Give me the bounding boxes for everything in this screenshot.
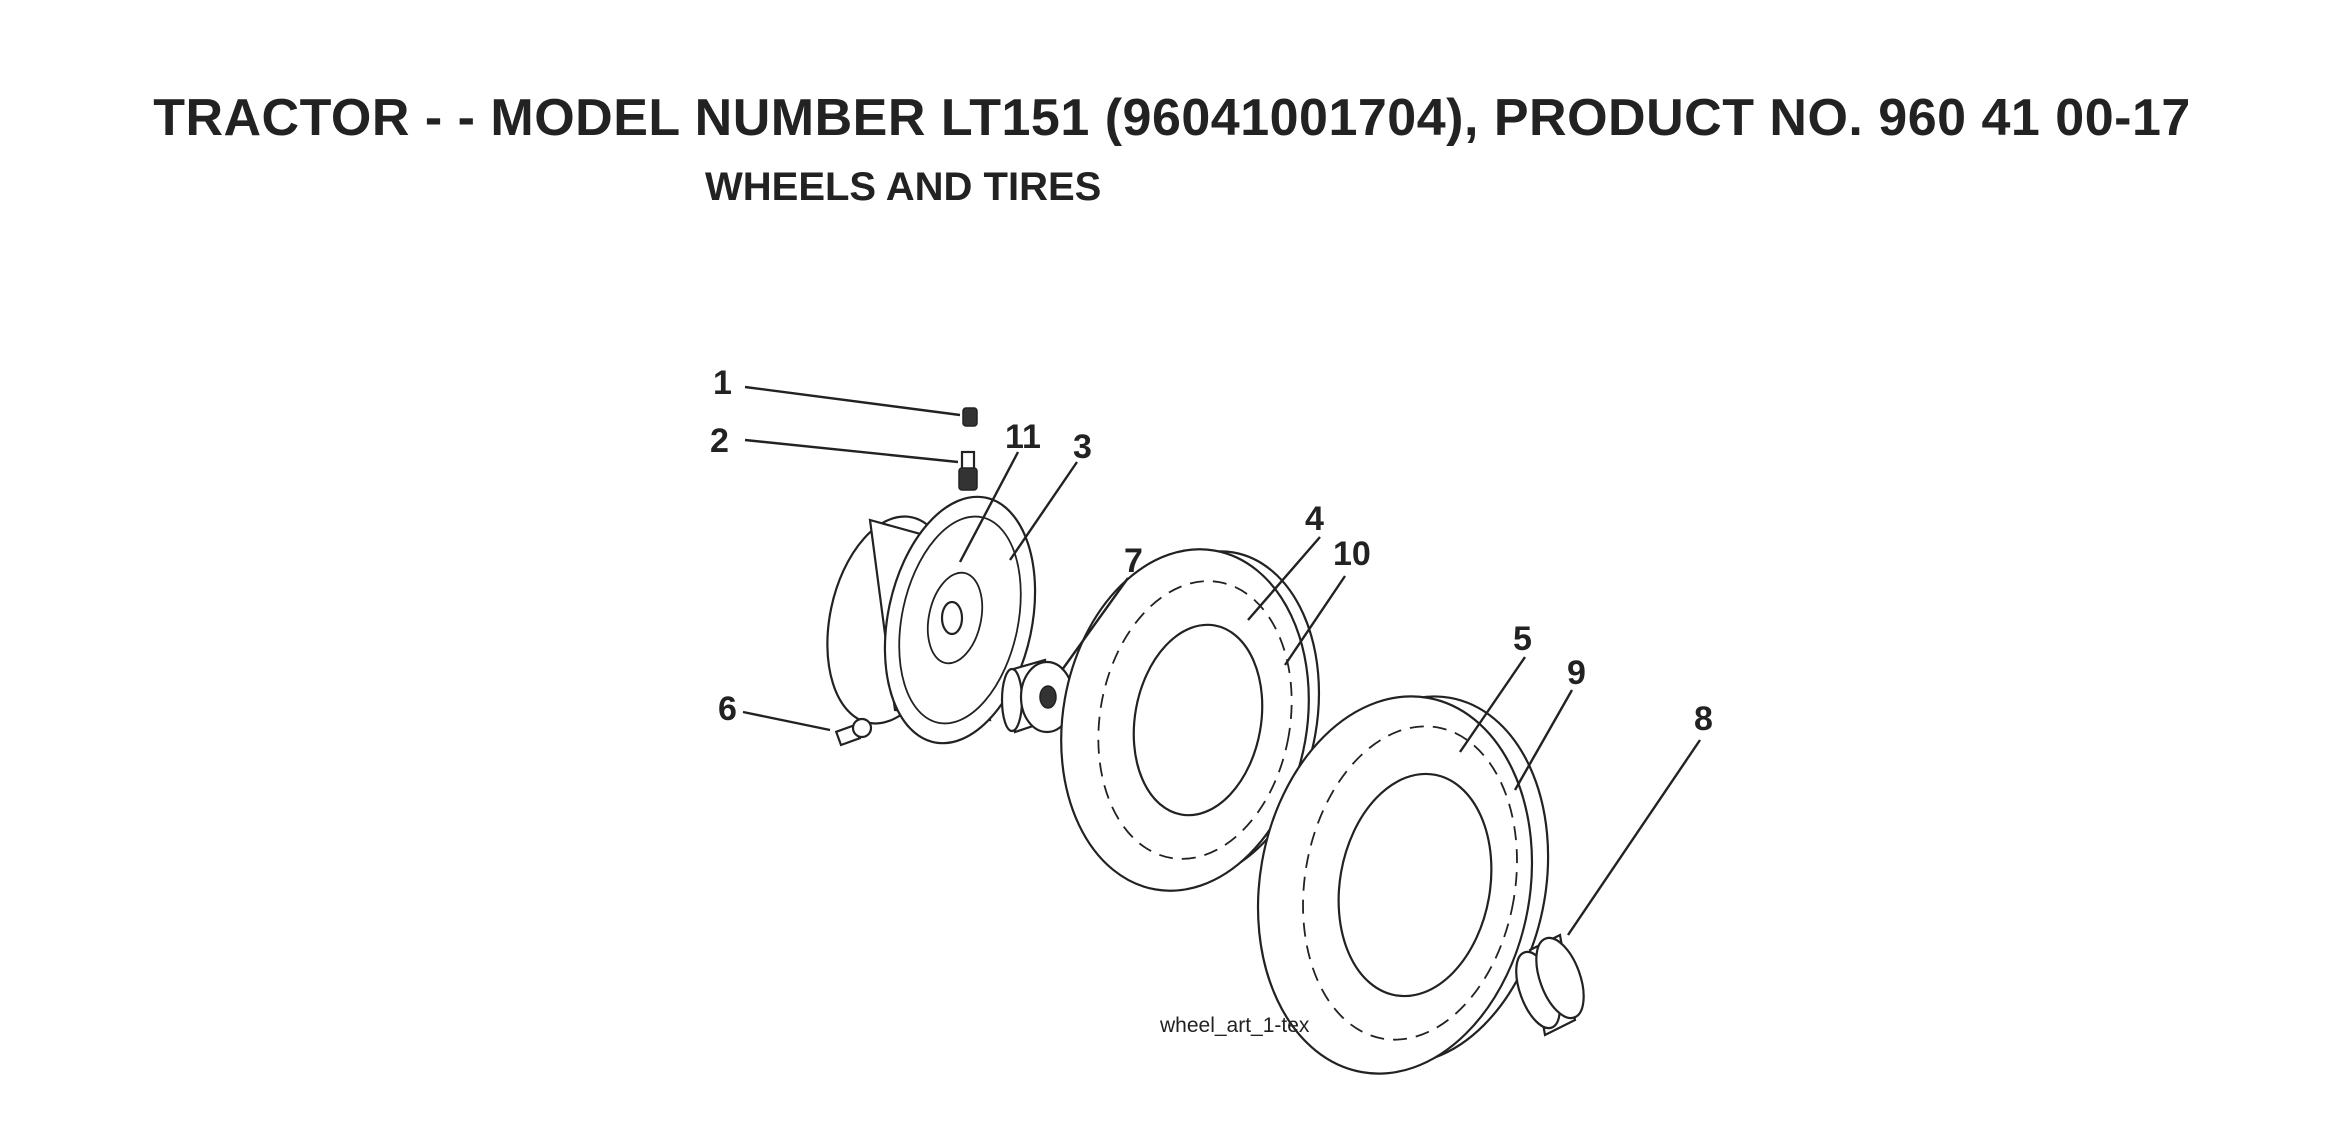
part-front-tire: [1060, 548, 1321, 892]
callout-9: 9: [1567, 654, 1586, 692]
page-title: TRACTOR - - MODEL NUMBER LT151 (96041001…: [153, 89, 2191, 147]
callout-8: 8: [1694, 700, 1713, 738]
part-bushing: [1000, 658, 1075, 734]
callout-11: 11: [1005, 418, 1041, 456]
part-valve-cap: [962, 407, 978, 427]
part-bolt: [834, 717, 873, 747]
callout-6: 6: [718, 690, 737, 728]
part-valve-stem: [958, 450, 978, 491]
callout-7: 7: [1124, 542, 1143, 580]
art-reference-label: wheel_art_1-tex: [1159, 1014, 1310, 1037]
callout-2: 2: [710, 422, 729, 460]
leader-lines: [742, 385, 1701, 936]
part-hub-cap: [1515, 933, 1585, 1037]
callout-4: 4: [1305, 500, 1324, 538]
part-rim: [826, 495, 1037, 745]
callout-10: 10: [1333, 535, 1371, 573]
page-subtitle: WHEELS AND TIRES: [705, 165, 1102, 209]
callout-5: 5: [1513, 620, 1532, 658]
callout-3: 3: [1073, 428, 1092, 466]
callout-1: 1: [713, 364, 732, 402]
part-rear-tire: [1256, 695, 1550, 1075]
